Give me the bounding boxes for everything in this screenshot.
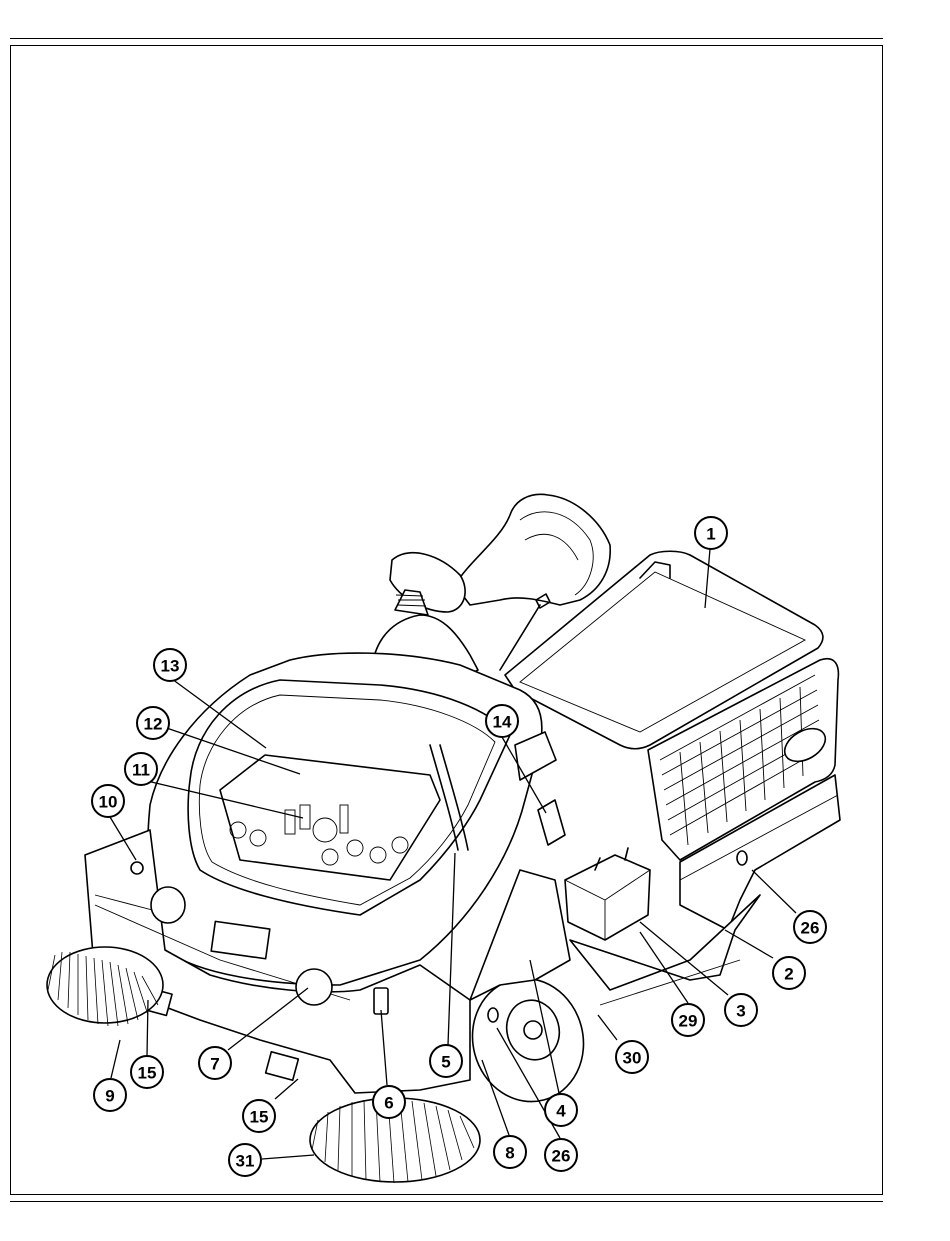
callout-9: 9 — [94, 1079, 126, 1111]
svg-text:13: 13 — [161, 657, 180, 676]
callout-5: 5 — [430, 1045, 462, 1077]
callout-12: 12 — [137, 707, 169, 739]
callout-3: 3 — [725, 994, 757, 1026]
svg-text:1: 1 — [706, 525, 715, 544]
svg-text:2: 2 — [784, 965, 793, 984]
callout-15b: 15 — [243, 1100, 275, 1132]
svg-text:12: 12 — [144, 715, 163, 734]
svg-text:5: 5 — [441, 1053, 450, 1072]
callout-6: 6 — [373, 1086, 405, 1118]
svg-text:15: 15 — [138, 1064, 157, 1083]
callout-31: 31 — [229, 1144, 261, 1176]
callout-7: 7 — [199, 1047, 231, 1079]
callout-26b: 26 — [545, 1139, 577, 1171]
svg-text:7: 7 — [210, 1055, 219, 1074]
callout-1: 1 — [695, 517, 727, 549]
callout-2: 2 — [773, 957, 805, 989]
callout-14: 14 — [486, 705, 518, 737]
svg-text:14: 14 — [493, 713, 512, 732]
callout-11: 11 — [125, 753, 157, 785]
svg-text:26: 26 — [801, 919, 820, 938]
callout-15a: 15 — [131, 1056, 163, 1088]
svg-text:9: 9 — [105, 1087, 114, 1106]
callout-10: 10 — [92, 785, 124, 817]
callout-13: 13 — [154, 649, 186, 681]
svg-text:8: 8 — [505, 1144, 514, 1163]
svg-text:30: 30 — [623, 1049, 642, 1068]
svg-text:29: 29 — [679, 1012, 698, 1031]
svg-text:26: 26 — [552, 1147, 571, 1166]
svg-text:4: 4 — [556, 1102, 566, 1121]
svg-text:6: 6 — [384, 1094, 393, 1113]
svg-text:11: 11 — [132, 761, 150, 780]
callout-26a: 26 — [794, 911, 826, 943]
svg-text:3: 3 — [736, 1002, 745, 1021]
callout-29: 29 — [672, 1004, 704, 1036]
callout-4: 4 — [545, 1094, 577, 1126]
svg-text:15: 15 — [250, 1108, 269, 1127]
callout-30: 30 — [616, 1041, 648, 1073]
callout-8: 8 — [494, 1136, 526, 1168]
machine-illustration — [47, 494, 840, 1183]
side-broom — [47, 947, 163, 1026]
svg-text:10: 10 — [99, 793, 118, 812]
svg-text:31: 31 — [236, 1152, 255, 1171]
